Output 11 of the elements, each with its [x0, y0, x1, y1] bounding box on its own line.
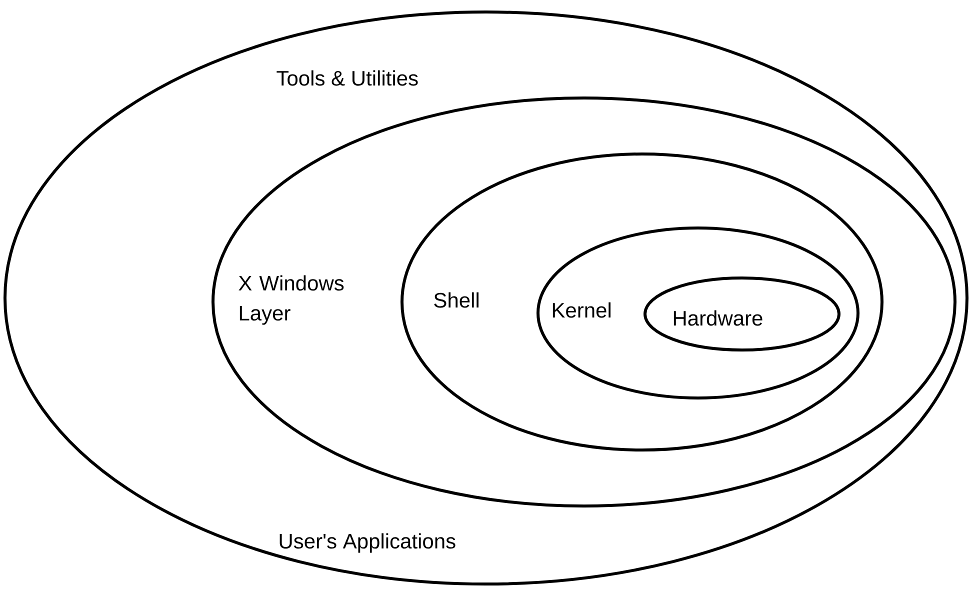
layer-label: Kernel: [552, 302, 610, 318]
layer-ellipse: [400, 152, 884, 452]
layer-label: Hardware: [674, 310, 762, 326]
layer-label: X Windows Layer: [238, 275, 344, 325]
layer-label: User's Applications: [280, 533, 456, 553]
layer-ellipse: [212, 96, 956, 508]
layer-ellipse: [536, 226, 860, 400]
layer-ellipse: [4, 10, 968, 586]
layer-label: Tools & Utilities: [276, 70, 418, 86]
layer-ellipse: [644, 276, 840, 352]
layer-label: Shell: [434, 292, 478, 308]
